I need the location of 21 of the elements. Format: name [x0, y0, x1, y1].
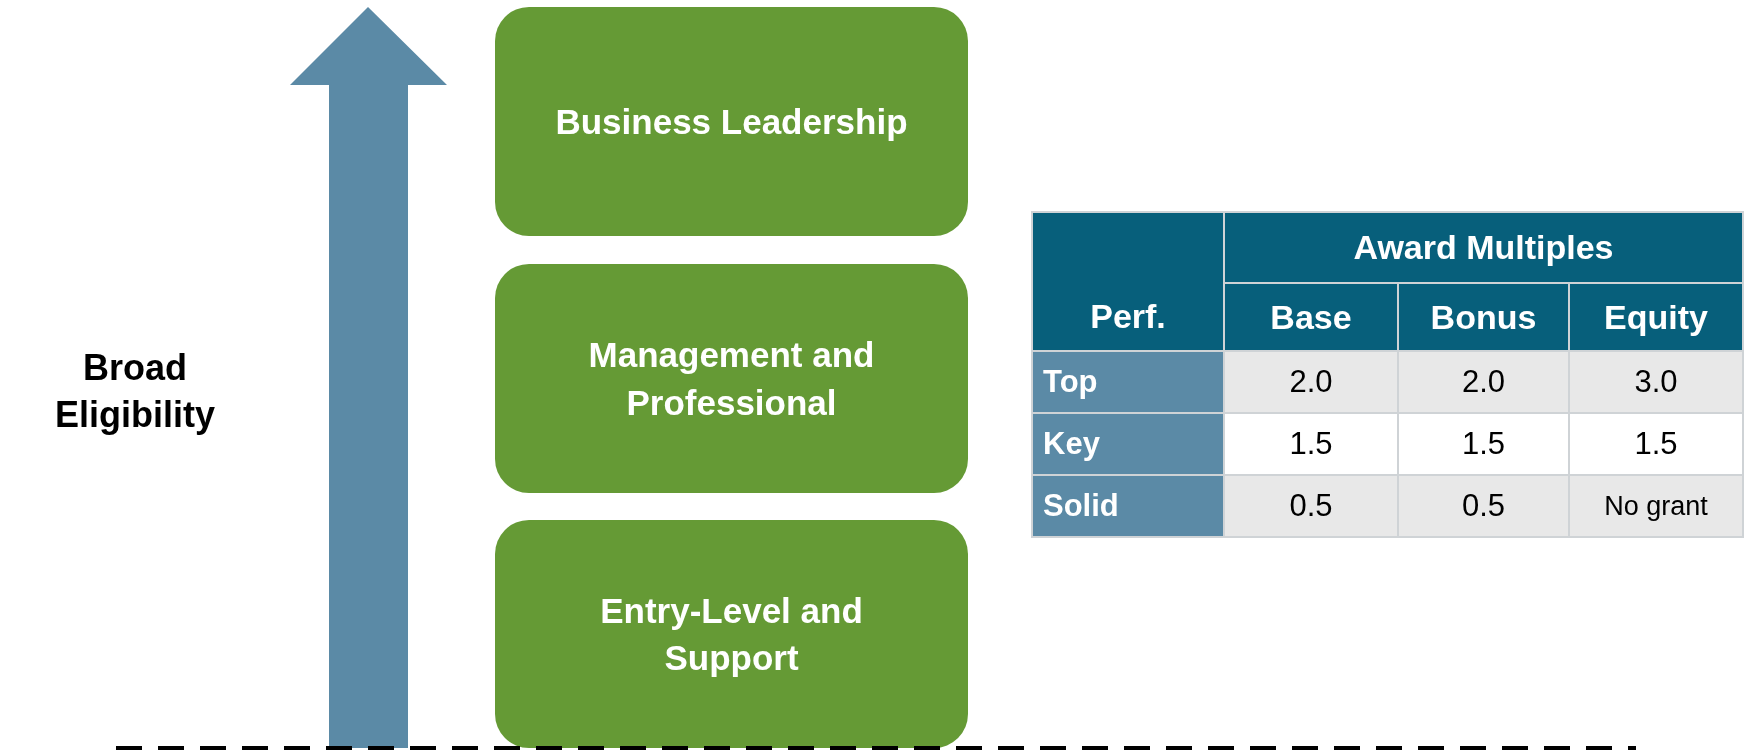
- level-box: Business Leadership: [495, 7, 968, 236]
- side-label: Broad Eligibility: [54, 346, 216, 437]
- column-header: Base: [1224, 283, 1398, 351]
- table-cell: No grant: [1569, 475, 1743, 537]
- row-header: Top: [1032, 351, 1224, 413]
- table-cell: 2.0: [1224, 351, 1398, 413]
- table-cell: 0.5: [1398, 475, 1569, 537]
- column-header: Award Multiples: [1224, 212, 1743, 283]
- table-cell: 1.5: [1398, 413, 1569, 475]
- table-cell: 3.0: [1569, 351, 1743, 413]
- row-header: Key: [1032, 413, 1224, 475]
- row-header: Solid: [1032, 475, 1224, 537]
- column-header: Bonus: [1398, 283, 1569, 351]
- column-header: Equity: [1569, 283, 1743, 351]
- table-cell: 2.0: [1398, 351, 1569, 413]
- table-cell: 1.5: [1569, 413, 1743, 475]
- level-box: Management and Professional: [495, 264, 968, 493]
- level-box: Entry-Level and Support: [495, 520, 968, 748]
- table-cell: 1.5: [1224, 413, 1398, 475]
- column-header: Perf.: [1032, 212, 1224, 351]
- table-cell: 0.5: [1224, 475, 1398, 537]
